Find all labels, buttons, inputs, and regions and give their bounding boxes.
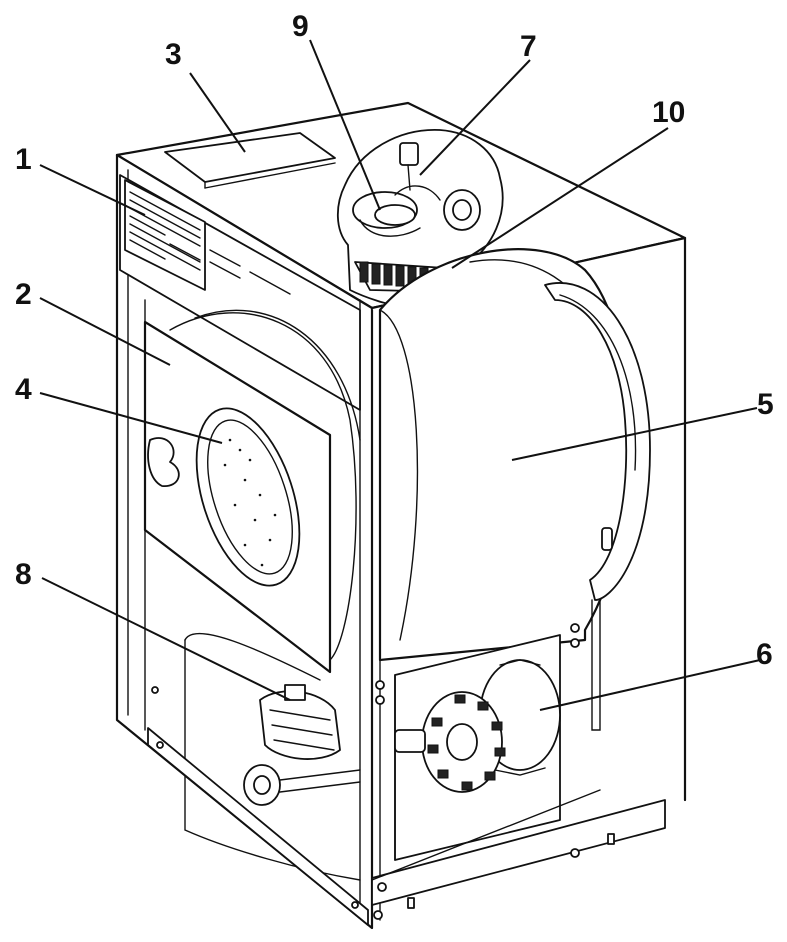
leader-2 [39,297,171,366]
motor [394,659,561,793]
callout-4: 4 [15,373,32,406]
drum-belt [544,282,651,601]
leader-lines [39,39,761,711]
glass-dots [223,438,277,567]
top-vent-plate [164,132,336,183]
thermostat-assembly [352,142,481,237]
callout-8: 8 [15,558,32,591]
callout-5: 5 [757,388,774,421]
rating-plate-text [129,191,201,271]
lower-pulley [243,764,361,806]
leader-8 [41,577,291,701]
callout-1: 1 [15,143,32,176]
base-rail-right [371,799,666,906]
leader-4 [39,392,223,444]
door-handle [147,437,180,487]
leader-3 [189,72,246,153]
callout-3: 3 [165,38,182,71]
leader-6 [539,659,761,711]
callout-6: 6 [756,638,773,671]
door-glass [195,407,301,587]
fan-assembly [259,684,341,760]
callout-10: 10 [652,96,686,129]
leader-9 [309,39,381,211]
callout-9: 9 [292,10,309,43]
callout-2: 2 [15,278,32,311]
base-rail-front [147,727,369,926]
leader-1 [39,164,146,216]
leader-7 [419,59,531,176]
callout-7: 7 [520,30,537,63]
leader-10 [451,127,669,269]
bolts [151,623,580,920]
leader-5 [511,407,758,461]
